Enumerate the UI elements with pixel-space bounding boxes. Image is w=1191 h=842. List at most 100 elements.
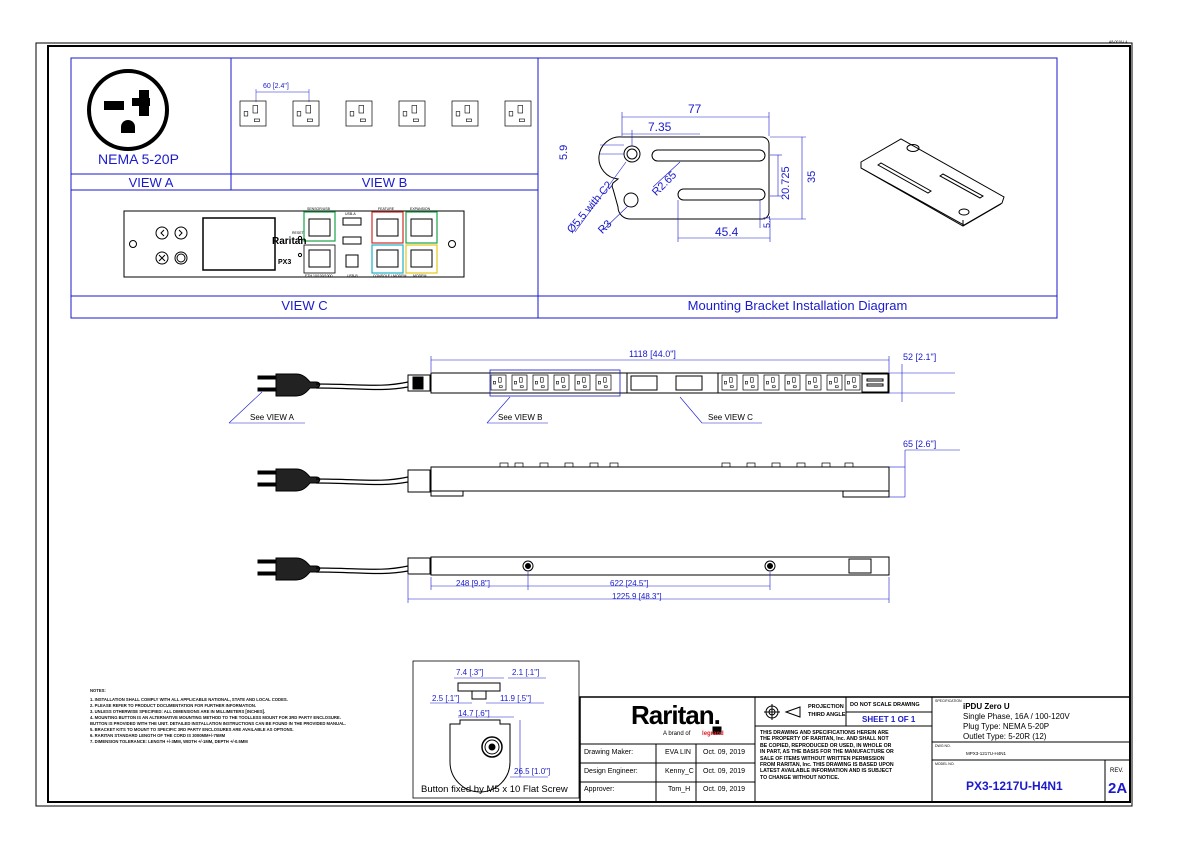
legal-line: THE PROPERTY OF RARITAN, Inc. AND SHALL … [760, 736, 889, 743]
dim-width: 52 [2.1"] [903, 352, 937, 362]
model-no: PX3-1217U-H4N1 [966, 779, 1063, 793]
dim-147: 14.7 [.6"] [458, 709, 490, 718]
note-line: 5. BRACKET KITS TO MOUNT TO SPECIFIC 3RD… [90, 727, 294, 732]
design-engineer: Kenny_C [665, 768, 694, 775]
outer-border [35, 42, 1133, 807]
dim-454: 45.4 [715, 225, 739, 239]
raritan-logo: Raritan. [631, 700, 721, 730]
dim-248: 248 [9.8"] [456, 579, 490, 588]
note-line: 7. DIMENSION TOLERANCE: LENGTH +/-3MM, W… [90, 739, 248, 744]
rev-label: REV. [1110, 768, 1124, 774]
nema-plug-face [87, 69, 169, 151]
outlet-side-profile [771, 462, 781, 468]
legal-line: IN PART, AS THE BASIS FOR THE MANUFACTUR… [760, 749, 894, 756]
bracket-title: Mounting Bracket Installation Diagram [687, 298, 908, 313]
sheet-label: SHEET 1 OF 1 [862, 715, 916, 724]
outlet-side-profile [796, 462, 806, 468]
spec-line-1: iPDU Zero U [963, 702, 1010, 711]
outlet-side-profile [821, 462, 831, 468]
rev: 2A [1108, 780, 1128, 797]
corner-code: A8-0016-L4 [1109, 40, 1128, 44]
design-engineer-label: Design Engineer: [584, 768, 638, 775]
dim-depth: 65 [2.6"] [903, 439, 937, 449]
dim-622: 622 [24.5"] [610, 579, 649, 588]
drawing-maker-date: Oct. 09, 2019 [703, 749, 746, 756]
outlet-receptacle [784, 374, 801, 391]
note-line: 2. PLEASE REFER TO PRODUCT DOCUMENTATION… [90, 703, 257, 708]
note-line: 3. UNLESS OTHERWISE SPECIFIED: ALL DIMEN… [90, 709, 266, 714]
dim-59: 5.9 [558, 144, 570, 160]
button-caption: Button fixed by M5 x 10 Flat Screw [421, 784, 568, 795]
outlet-receptacle [721, 374, 738, 391]
outlet-side-profile [564, 462, 574, 468]
dwg-no: MPX3-1217U-H4N1 [966, 751, 1007, 756]
panel-brand: Raritan [272, 236, 307, 247]
see-view-c: See VIEW C [708, 413, 753, 422]
view-b-title: VIEW B [361, 175, 408, 190]
dim-119: 11.9 [.5"] [500, 694, 532, 703]
spec-label: SPECIFICATION [935, 699, 962, 703]
outlet-receptacle [553, 374, 570, 391]
dim-length: 1118 [44.0"] [629, 349, 676, 359]
outlet-side-profile [746, 462, 756, 468]
outlet-receptacle [844, 374, 861, 391]
approver-label: Approver: [584, 786, 615, 793]
legal-line: TO CHANGE WITHOUT NOTICE. [760, 774, 840, 781]
elevation-dimensions [228, 356, 960, 603]
bracket-isometric [860, 138, 1005, 227]
drawing-maker: EVA LIN [665, 749, 691, 756]
spec-line-4: Outlet Type: 5-20R (12) [963, 732, 1047, 741]
see-view-a: See VIEW A [250, 413, 295, 422]
approver: Tom_H [668, 786, 691, 793]
bracket-drawing [574, 112, 806, 242]
outlet-receptacle [345, 100, 373, 127]
model-label: MODEL NO. [935, 762, 955, 766]
outlet-receptacle [490, 374, 507, 391]
outlet-receptacle [742, 374, 759, 391]
legal-line: LATEST AVAILABLE INFORMATION AND IS SUBJ… [760, 768, 893, 775]
note-line: BUTTON IS PROVIDED WITH THE UNIT. DETAIL… [90, 721, 346, 726]
dwg-label: DWG NO. [935, 744, 951, 748]
view-b-dim: 60 [2.4"] [263, 83, 289, 90]
pdu-side-view [430, 466, 890, 492]
outlet-receptacle [826, 374, 843, 391]
outlet-receptacle [292, 100, 320, 127]
dim-20725: 20.725 [780, 166, 792, 200]
notes-title: NOTES: [90, 688, 106, 693]
dim-21: 2.1 [.1"] [512, 668, 540, 677]
legal-block: THIS DRAWING AND SPECIFICATIONS HEREIN A… [760, 730, 894, 781]
dim-265: 26.5 [1.0"] [514, 767, 551, 776]
outlet-receptacle [504, 100, 532, 127]
port-eth-label: ETH 10/100/1000 [305, 274, 333, 278]
port-modem-label: MODEM [413, 274, 427, 278]
spec-line-3: Plug Type: NEMA 5-20P [963, 722, 1050, 731]
port-reset-label: RESET [292, 231, 304, 235]
note-line: 1. INSTALLATION SHALL COMPLY WITH ALL AP… [90, 697, 288, 702]
outlet-side-profile [499, 462, 509, 468]
port-feature-label: FEATURE [378, 207, 395, 211]
legal-line: THIS DRAWING AND SPECIFICATIONS HEREIN A… [760, 730, 889, 736]
view-b-outlets [239, 89, 532, 127]
port-sensor-label: SENSOR/USB [307, 207, 330, 211]
projection-label: PROJECTION [808, 704, 844, 710]
legal-line: BE COPIED, REPRODUCED OR USED, IN WHOLE … [760, 742, 892, 749]
outlet-receptacle [595, 374, 612, 391]
outlet-receptacle [451, 100, 479, 127]
panel-model: PX3 [278, 259, 292, 266]
outlet-receptacle [511, 374, 528, 391]
no-scale-label: DO NOT SCALE DRAWING [850, 702, 920, 708]
outlet-receptacle [805, 374, 822, 391]
outlet-side-profile [539, 462, 549, 468]
notes-block: NOTES: 1. INSTALLATION SHALL COMPLY WITH… [90, 688, 346, 745]
controller-panel [123, 210, 465, 278]
pdu-back-view [430, 556, 890, 576]
approver-date: Oct. 09, 2019 [703, 786, 746, 793]
outlet-receptacle [763, 374, 780, 391]
third-angle-label: THIRD ANGLE [808, 712, 846, 718]
outlet-side-profile [844, 462, 854, 468]
outlet-side-profile [589, 462, 599, 468]
view-a-title: VIEW A [128, 175, 174, 190]
note-line: 6. RARITAN STANDARD LENGTH OF THE CORD I… [90, 733, 226, 738]
outlet-receptacle [239, 100, 267, 127]
